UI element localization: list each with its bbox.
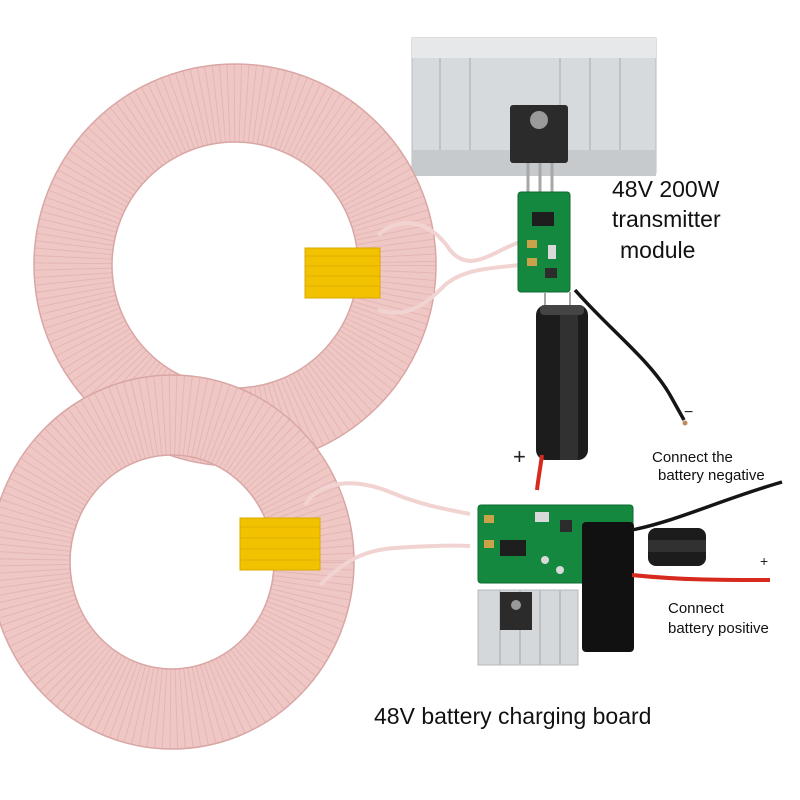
minus-sign: − [684, 404, 694, 421]
negative-label-line1: Connect the [652, 449, 733, 466]
transmitter-label-line2: transmitter [612, 206, 721, 233]
transmitter-pcb-icon [517, 191, 571, 293]
transmitter-transistor-icon [510, 105, 568, 195]
transmitter-label: 48V 200W transmitter module [612, 176, 721, 263]
receiver-inductor-icon [582, 522, 634, 652]
negative-label: Connect the battery negative [652, 449, 765, 485]
receiver-wire-black [631, 480, 783, 532]
plus-sign-receiver: + [760, 553, 769, 569]
receiver-coil-leads [303, 481, 471, 587]
transmitter-label-line3: module [620, 236, 696, 263]
transmitter-wire-black [573, 288, 686, 421]
receiver-capacitor-icon [648, 528, 706, 566]
wire-tip [682, 420, 688, 426]
receiver-heatsink-icon [477, 589, 579, 666]
transmitter-capacitor-icon [536, 292, 588, 460]
negative-label-line2: battery negative [658, 467, 765, 485]
positive-label-line1: Connect [668, 600, 724, 617]
positive-label: Connect battery positive [668, 600, 769, 638]
receiver-coil-icon [0, 374, 355, 750]
plus-sign-transmitter: + [513, 444, 526, 469]
transmitter-label-line1: 48V 200W [612, 176, 720, 202]
transmitter-coil-leads [376, 221, 521, 315]
positive-label-line2: battery positive [668, 620, 769, 638]
receiver-label: 48V battery charging board [374, 703, 652, 729]
transmitter-wire-red [535, 454, 544, 491]
receiver-wire-red [631, 573, 771, 582]
